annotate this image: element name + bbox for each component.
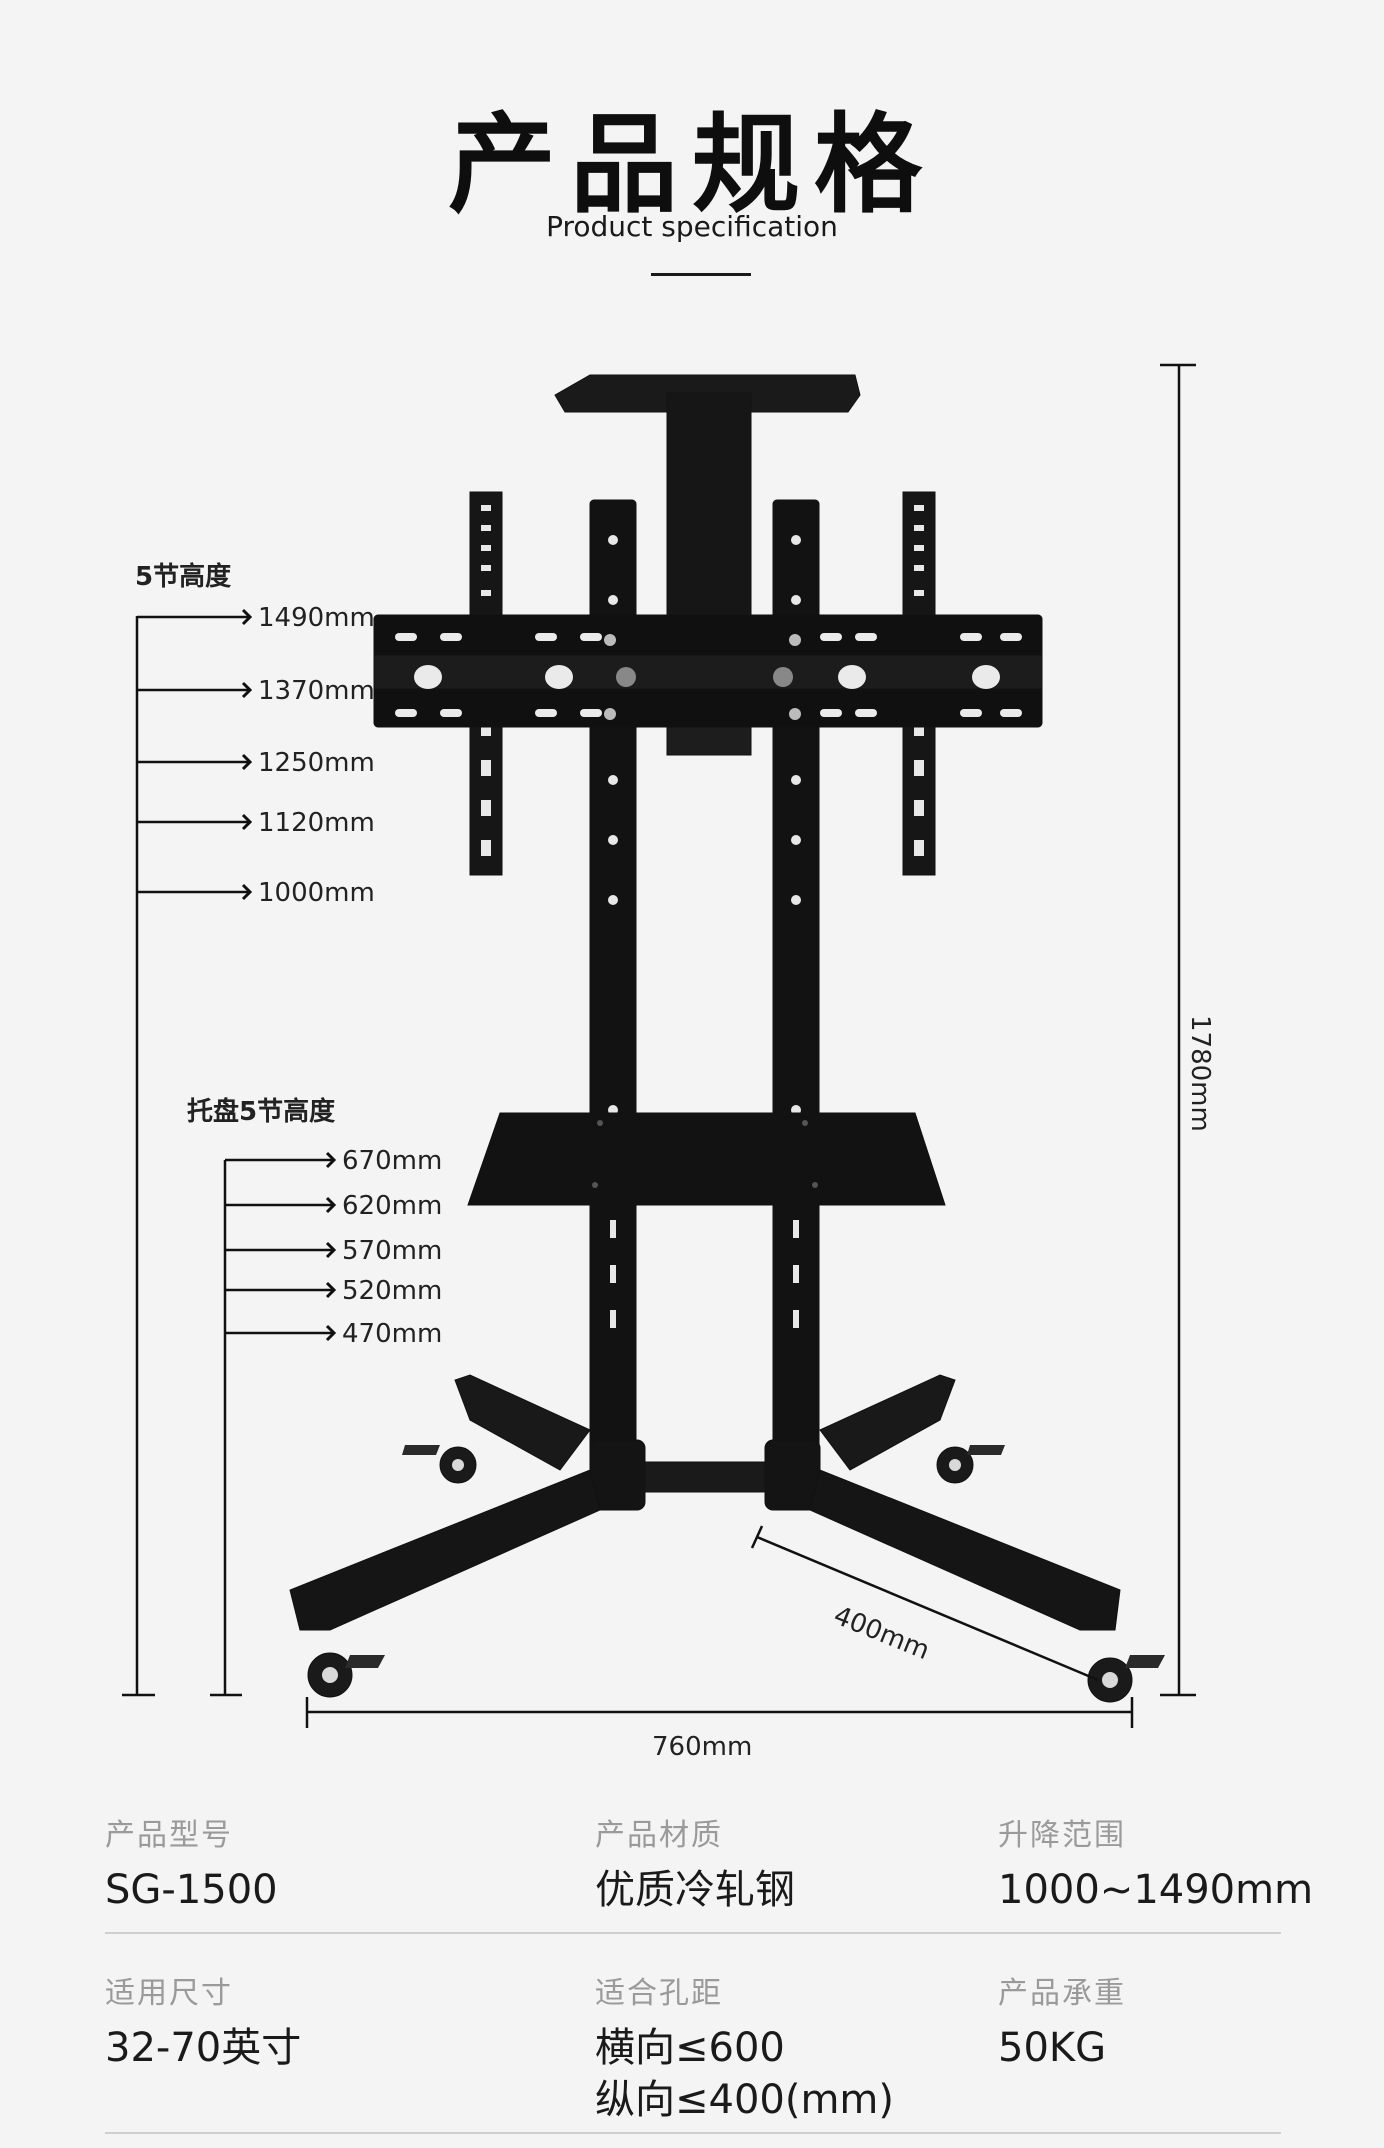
mount-height-tick-arrow xyxy=(241,753,253,771)
spec-load-value: 50KG xyxy=(998,2025,1107,2071)
spec-row-2: 适用尺寸 32-70英寸 适合孔距 横向≤600 纵向≤400(mm) 产品承重… xyxy=(105,1968,1281,2148)
spec-divider-bottom xyxy=(105,2132,1281,2134)
mount-height-tick-label: 1120mm xyxy=(258,808,375,838)
spec-load-label: 产品承重 xyxy=(998,1976,1126,2011)
tray-height-tick-arrow xyxy=(325,1151,337,1169)
total-height-dimension xyxy=(1160,363,1196,1697)
spec-range-value: 1000~1490mm xyxy=(998,1867,1314,1913)
mount-height-tick-label: 1370mm xyxy=(258,676,375,706)
mount-height-tick-label: 1000mm xyxy=(258,878,375,908)
mount-height-tick-arrow xyxy=(241,813,253,831)
spec-hole: 适合孔距 横向≤600 纵向≤400(mm) xyxy=(595,1968,894,2126)
mount-height-tick-arrow xyxy=(241,883,253,901)
product-dimension-diagram: 5节高度 1490mm 1370mm 1250mm 1120mm 1000mm 托盘5节… xyxy=(122,363,1215,1762)
spec-hole-value-v: 纵向≤400(mm) xyxy=(595,2077,895,2123)
spec-model: 产品型号 SG-1500 xyxy=(105,1810,278,1916)
tray-height-tick-label: 570mm xyxy=(342,1236,442,1266)
mount-height-tick-arrow xyxy=(241,681,253,699)
page-title: 产品规格 xyxy=(447,103,936,228)
tray-height-tick-arrow xyxy=(325,1324,337,1342)
mount-height-scale xyxy=(122,616,155,1697)
spec-size-label: 适用尺寸 xyxy=(105,1976,233,2011)
spec-hole-value-h: 横向≤600 xyxy=(595,2025,785,2071)
total-height-label: 1780mm xyxy=(1185,1015,1215,1132)
tray-height-tick-label: 670mm xyxy=(342,1146,442,1176)
leg-length-label: 400mm xyxy=(829,1601,933,1666)
mount-height-tick-label: 1250mm xyxy=(258,748,375,778)
base-width-dimension xyxy=(305,1697,1134,1728)
tray-height-tick-arrow xyxy=(325,1241,337,1259)
spec-material-value: 优质冷轧钢 xyxy=(595,1867,795,1913)
tray-height-tick-arrow xyxy=(325,1281,337,1299)
spec-model-value: SG-1500 xyxy=(105,1867,278,1913)
tray-height-tick-label: 620mm xyxy=(342,1191,442,1221)
tray-height-tick-label: 470mm xyxy=(342,1319,442,1349)
spec-row-1: 产品型号 SG-1500 产品材质 优质冷轧钢 升降范围 1000~1490mm xyxy=(105,1810,1313,1960)
spec-material: 产品材质 优质冷轧钢 xyxy=(595,1810,795,1916)
tray-height-scale xyxy=(210,1160,242,1697)
spec-table: 产品型号 SG-1500 产品材质 优质冷轧钢 升降范围 1000~1490mm… xyxy=(105,1810,1313,2148)
title-divider xyxy=(651,273,751,276)
tray-height-tick-arrow xyxy=(325,1196,337,1214)
spec-load: 产品承重 50KG xyxy=(998,1968,1126,2074)
spec-hole-label: 适合孔距 xyxy=(595,1976,723,2011)
leg-length-dimension xyxy=(750,1525,1099,1682)
spec-range-label: 升降范围 xyxy=(998,1818,1126,1853)
tray-height-group-label: 托盘5节高度 xyxy=(187,1096,335,1127)
spec-range: 升降范围 1000~1490mm xyxy=(998,1810,1313,1916)
spec-model-label: 产品型号 xyxy=(105,1818,233,1853)
mount-height-tick-label: 1490mm xyxy=(258,603,375,633)
mount-height-group-label: 5节高度 xyxy=(135,561,231,592)
spec-size: 适用尺寸 32-70英寸 xyxy=(105,1968,301,2074)
mount-height-tick-arrow xyxy=(241,608,253,626)
tray-height-tick-label: 520mm xyxy=(342,1276,442,1306)
base-width-label: 760mm xyxy=(652,1732,752,1762)
spec-size-value: 32-70英寸 xyxy=(105,2025,302,2071)
spec-material-label: 产品材质 xyxy=(595,1818,723,1853)
page-subtitle: Product specification xyxy=(546,210,838,243)
tv-stand-illustration xyxy=(289,374,1165,1703)
spec-divider xyxy=(105,1932,1281,1934)
